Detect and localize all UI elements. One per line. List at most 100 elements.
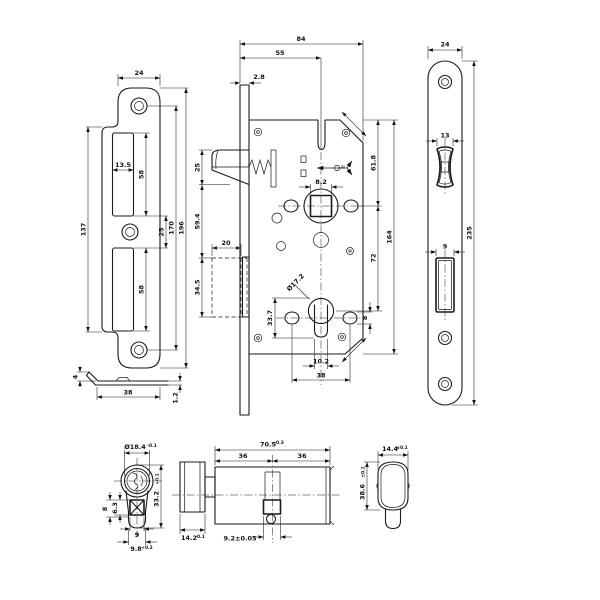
dim-height-tol: ±0.1 <box>361 466 367 477</box>
dim-latch-height: 25 <box>194 163 202 173</box>
dim-case-height: 164 <box>386 230 394 244</box>
dim-cam-width: 9 <box>135 531 140 539</box>
dim-width: 24 <box>440 41 450 49</box>
dim-cylinder-dia: Ø17.2 <box>285 272 306 293</box>
dim-height-tol: +0.1 <box>155 473 161 484</box>
dim-bolt-height: 34.5 <box>194 279 202 296</box>
dim-cam-depth2: 8 <box>101 506 109 511</box>
latch-cutout <box>436 146 454 188</box>
dim-length-tol: -0.3 <box>274 440 284 446</box>
cam-block <box>262 499 282 515</box>
lock-body-dimensions: 84 55 2.8 25 59.4 20 34.5 8.2 <box>194 35 398 383</box>
dim-cam-width: 9.2±0.05 <box>224 535 257 543</box>
screw-hole <box>437 376 453 392</box>
cam-block <box>129 499 145 516</box>
dim-edge-to-follower: 61.8 <box>370 155 378 172</box>
cylinder-screw-hole <box>284 311 300 325</box>
deadbolt-face <box>241 256 250 318</box>
cylinder-side-view: 70.5 -0.3 36 36 14.2 -0.1 9.2±0.05 <box>172 440 342 543</box>
case-posts <box>253 127 354 343</box>
latch-slot <box>111 132 135 217</box>
screw-hole <box>437 330 453 346</box>
dim-follower: 8.2 <box>315 178 327 186</box>
plug-circle <box>123 467 151 495</box>
dim-cam-depth: 6.3 <box>111 502 119 514</box>
screw-hole <box>437 74 453 90</box>
cylinder-end-dimensions: Ø18.4 -0.1 33.2 +0.1 6.3 8 9 9.8 +0.2 <box>101 443 164 553</box>
strike-plate-front-view: 24 13.5 58 58 25 170 196 137 <box>80 69 188 369</box>
dim-gap: 25 <box>158 227 166 237</box>
dim-screw-span: 170 <box>168 221 176 235</box>
cam-clearance-bump <box>384 508 402 530</box>
cylinder-end-view: Ø18.4 -0.1 33.2 +0.1 6.3 8 9 9.8 +0.2 <box>101 443 164 553</box>
profile-bump <box>115 377 131 382</box>
faceplate-dimensions: 24 13 9 235 <box>425 41 478 406</box>
dim-length: 70.5 <box>260 441 277 449</box>
cylinder-lower-body <box>125 490 149 529</box>
lock-body-view: Ø17.2 84 55 2.8 25 59.4 20 <box>194 35 398 416</box>
strike-plate-dimensions: 24 13.5 58 58 25 170 196 137 <box>80 69 188 369</box>
chamfer-arrow <box>341 337 367 363</box>
follower-and-cylinder: Ø17.2 <box>276 152 364 385</box>
faceplate-outline <box>427 60 463 406</box>
dim-plug-dia-tol: -0.1 <box>147 443 157 449</box>
faceplate-edge <box>239 84 250 416</box>
dim-half-left: 36 <box>238 452 248 460</box>
dim-face-offset: 2.8 <box>253 73 265 81</box>
cylinder-profile-view: 14.4 ±0.1 38.6 ±0.1 <box>359 445 410 530</box>
screw-hole <box>121 223 139 241</box>
screw-hole-inner <box>134 345 144 355</box>
cylinder-hole <box>307 297 335 325</box>
dim-backset: 55 <box>275 49 285 57</box>
dim-thickness: 1.2 <box>172 392 180 404</box>
cam-slot <box>264 471 281 500</box>
latch-spring <box>248 158 272 176</box>
latch-bolt-assembly <box>211 149 307 188</box>
dim-cam-width2: 9.8 <box>130 545 142 553</box>
spindle-square-hole <box>309 194 333 218</box>
reversible-latch-symbol <box>317 160 353 176</box>
dim-total-height: 196 <box>178 221 186 235</box>
cylinder-profile-dimensions: 14.4 ±0.1 38.6 ±0.1 <box>359 445 409 511</box>
dim-centre-distance: 72 <box>370 253 378 262</box>
dim-knob-width-tol: -0.1 <box>195 534 205 540</box>
spring-bracket <box>270 149 277 188</box>
strike-plate-profile <box>85 371 169 386</box>
dim-width: 38 <box>123 389 133 397</box>
cylinder-body <box>214 466 331 525</box>
dim-half-right: 36 <box>297 452 307 460</box>
dim-height: 33.2 <box>153 491 161 507</box>
dim-lip: 4 <box>72 374 80 379</box>
strike-plate-side-view: 4 38 1.2 <box>72 366 182 404</box>
dim-profile-height: 33.7 <box>266 310 274 326</box>
dim-width: 24 <box>134 69 144 77</box>
cylinder-screw-hole <box>342 311 358 325</box>
keyway-icon <box>132 472 139 490</box>
dim-cam-width2-tol: +0.2 <box>141 545 152 551</box>
deadbolt-cutout <box>435 257 455 313</box>
dim-oval-height: 8 <box>361 315 369 320</box>
profile-outline <box>377 461 409 511</box>
screw-hole-inner <box>134 101 144 111</box>
deadbolt-hidden <box>211 257 248 318</box>
dim-latch-width: 13 <box>440 132 449 140</box>
dim-bolt-width: 9 <box>443 243 448 251</box>
screw-hole-inner <box>125 227 135 237</box>
dim-hole-span: 38 <box>316 372 326 380</box>
dim-plug-dia: Ø18.4 <box>124 443 146 451</box>
fixing-screw <box>265 513 277 525</box>
dim-body-height: 137 <box>80 223 88 237</box>
dim-width-tol: ±0.1 <box>396 445 407 451</box>
dim-height: 38.6 <box>359 484 367 501</box>
faceplate-view: 24 13 9 235 <box>425 41 478 406</box>
cylinder-keyway <box>313 304 329 338</box>
dim-latch-to-bolt: 59.4 <box>194 213 202 230</box>
dim-width: 14.4 <box>382 445 399 453</box>
bolt-slot <box>111 247 135 332</box>
lock-case-outline <box>248 119 364 355</box>
dim-slot-width: 10.2 <box>313 358 329 366</box>
dim-knob-width: 14.2 <box>181 534 197 542</box>
knob-neck <box>204 476 216 498</box>
